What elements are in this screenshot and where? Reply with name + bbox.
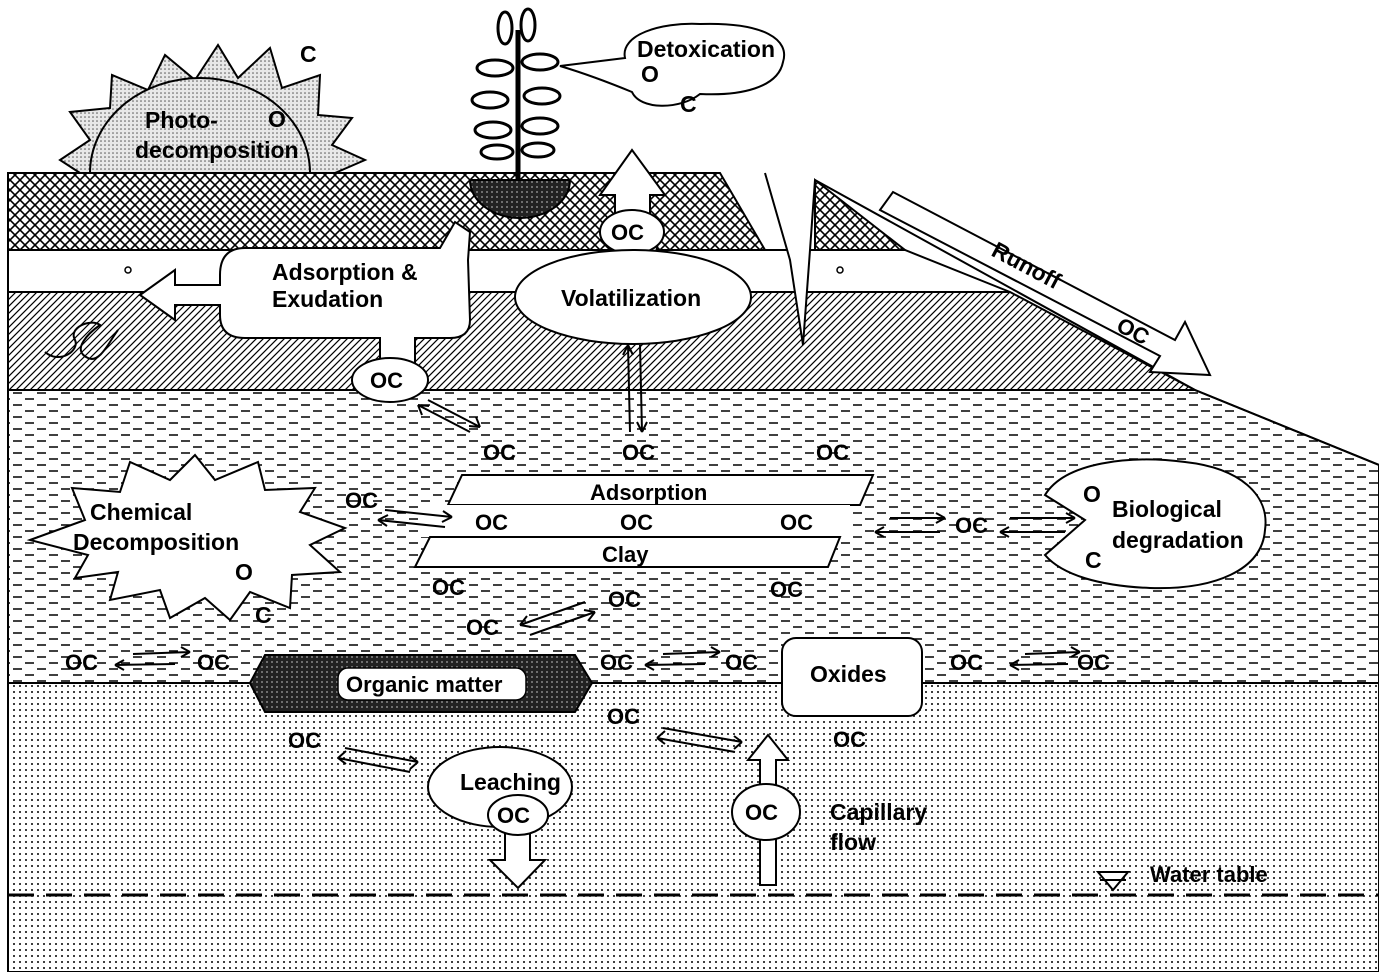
sun-label-line1: Photo- bbox=[145, 107, 218, 133]
oc-low-mid: OC bbox=[608, 587, 641, 612]
detoxication-o-label: O bbox=[641, 61, 659, 87]
exchange-arrow bbox=[417, 344, 648, 433]
soil-crack bbox=[764, 172, 816, 346]
sun-label-line2: decomposition bbox=[135, 137, 299, 163]
exchange-arrow bbox=[114, 646, 1081, 671]
capillary-oc-label: OC bbox=[745, 800, 778, 825]
subsoil-oc-left: OC bbox=[288, 728, 321, 753]
row-oc-4: OC bbox=[725, 650, 758, 675]
runoff-slope bbox=[814, 179, 1379, 466]
chemical-c-label: C bbox=[255, 602, 272, 628]
chemical-oc-label: OC bbox=[345, 488, 378, 513]
oxides-node: Oxides bbox=[781, 637, 923, 717]
chemical-o-label: O bbox=[235, 559, 253, 585]
row-oc-1: OC bbox=[65, 650, 98, 675]
row-oc-5: OC bbox=[950, 650, 983, 675]
detoxication-bubble: Detoxication O C bbox=[559, 22, 786, 117]
sun-icon: Photo- decomposition O C bbox=[58, 41, 368, 174]
oc-top-left: OC bbox=[483, 440, 516, 465]
volatilization-oc-label: OC bbox=[611, 220, 644, 245]
oc-low-2: OC bbox=[466, 615, 499, 640]
adsorption-exudation-node: Adsorption & Exudation OC bbox=[138, 220, 472, 403]
biological-label-line2: degradation bbox=[1112, 527, 1244, 553]
oxides-label: Oxides bbox=[810, 661, 887, 687]
detoxication-label: Detoxication bbox=[637, 36, 775, 62]
sun-o-label: O bbox=[268, 106, 286, 132]
plant-icon bbox=[468, 7, 572, 219]
biological-degradation-node: O Biological degradation C OC bbox=[874, 458, 1267, 590]
organic-matter-node: Organic matter bbox=[248, 654, 594, 713]
exchange-arrow bbox=[337, 727, 743, 773]
oc-mid-1: OC bbox=[475, 510, 508, 535]
adsorption-exudation-line1: Adsorption & bbox=[272, 259, 418, 285]
leaching-node: Leaching OC bbox=[427, 746, 573, 890]
row-oc-3: OC bbox=[600, 650, 633, 675]
capillary-flow-node: OC Capillary flow bbox=[731, 733, 927, 886]
water-table-marker: Water table bbox=[1095, 862, 1268, 892]
biological-oc-label: OC bbox=[955, 513, 988, 538]
clay-zone: OC OC OC Adsorption OC OC OC Clay OC OC … bbox=[26, 344, 1267, 717]
capillary-label-line2: flow bbox=[830, 829, 876, 855]
chemical-label-line2: Decomposition bbox=[73, 529, 239, 555]
oc-mid-2: OC bbox=[620, 510, 653, 535]
oc-top-right: OC bbox=[816, 440, 849, 465]
biological-o-label: O bbox=[1083, 481, 1101, 507]
clay-band-label: Clay bbox=[602, 542, 649, 567]
sun-c-label: C bbox=[300, 41, 317, 67]
chemical-label-line1: Chemical bbox=[90, 499, 192, 525]
chemical-decomposition-node: Chemical Decomposition O C OC bbox=[26, 453, 453, 628]
top-soil-layer bbox=[7, 172, 908, 251]
water-table-label: Water table bbox=[1150, 862, 1268, 887]
exchange-arrow bbox=[519, 601, 596, 636]
adsorption-band-label: Adsorption bbox=[590, 480, 707, 505]
worm-icon bbox=[44, 321, 119, 360]
volatilization-node: OC Volatilization bbox=[514, 148, 752, 345]
subsoil-layer bbox=[7, 682, 1379, 972]
volatilization-label: Volatilization bbox=[561, 285, 701, 311]
oc-mid-3: OC bbox=[780, 510, 813, 535]
subsoil-oc-right: OC bbox=[833, 727, 866, 752]
organic-matter-label: Organic matter bbox=[346, 672, 503, 697]
leaching-oc-label: OC bbox=[497, 803, 530, 828]
biological-label-line1: Biological bbox=[1112, 496, 1222, 522]
detoxication-c-label: C bbox=[680, 91, 697, 117]
oc-low-left: OC bbox=[432, 575, 465, 600]
oc-top-mid: OC bbox=[622, 440, 655, 465]
adsorption-exudation-line2: Exudation bbox=[272, 286, 383, 312]
oc-low-right: OC bbox=[770, 577, 803, 602]
row-oc-6: OC bbox=[1077, 650, 1110, 675]
biological-c-label: C bbox=[1085, 547, 1102, 573]
subsoil-oc-mid: OC bbox=[607, 704, 640, 729]
capillary-label-line1: Capillary bbox=[830, 799, 927, 825]
subsoil-zone: OC OC OC Leaching OC OC Capillary flow bbox=[288, 704, 1268, 892]
leaching-label: Leaching bbox=[460, 769, 561, 795]
row-oc-2: OC bbox=[197, 650, 230, 675]
adsorption-oc-label: OC bbox=[370, 368, 403, 393]
